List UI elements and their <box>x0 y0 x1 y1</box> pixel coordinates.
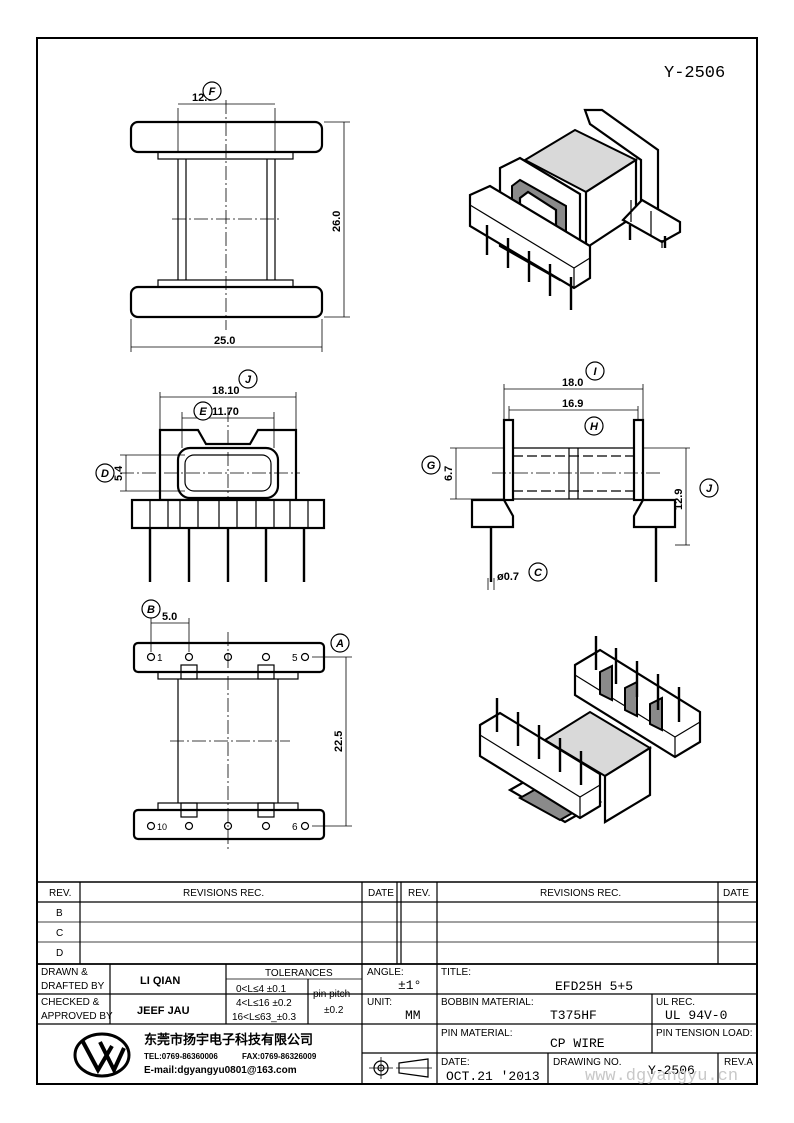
drawing-number-top: Y-2506 <box>664 64 725 83</box>
date-label: DATE: <box>441 1057 470 1068</box>
pin-material-value: CP WIRE <box>550 1036 605 1051</box>
balloon-D: D <box>101 468 109 480</box>
view-iso-top <box>468 108 682 310</box>
drawing-no-label: DRAWING NO. <box>553 1057 622 1068</box>
tolerance-1: 0<L≤4 ±0.1 <box>236 984 287 995</box>
rev-right-header-rec: REVISIONS REC. <box>540 888 621 899</box>
dim-18-0: 18.0 <box>562 377 583 389</box>
view-front: 18.10 J 11.70 E 5.4 D <box>95 369 326 582</box>
pin-label-6: 6 <box>292 822 298 833</box>
angle-value: ±1° <box>398 978 421 993</box>
dim-5-4: 5.4 <box>113 465 125 481</box>
rev-right-header-date: DATE <box>723 888 749 899</box>
balloon-J: J <box>245 374 252 386</box>
title-value: EFD25H 5+5 <box>555 979 633 994</box>
balloon-C: C <box>534 567 543 579</box>
view-iso-bottom <box>478 636 702 824</box>
balloon-A: A <box>335 638 344 650</box>
projection-symbol-icon <box>369 1057 432 1079</box>
dim-11-70: 11.70 <box>212 406 239 418</box>
rev-row-c: C <box>56 928 63 939</box>
checked-name: JEEF JAU <box>137 1005 190 1017</box>
pin-tension-label: PIN TENSION LOAD: <box>656 1028 753 1039</box>
drawn-label-1: DRAWN & <box>41 967 88 978</box>
balloon-F: F <box>209 86 216 98</box>
company-logo-icon <box>73 1032 131 1078</box>
revisions-table: REV. REVISIONS REC. DATE B C D REV. REVI… <box>36 881 758 965</box>
dim-12-9: 12.9 <box>673 489 685 510</box>
pin-label-1: 1 <box>157 653 163 664</box>
ul-value: UL 94V-0 <box>665 1008 727 1023</box>
pin-material-label: PIN MATERIAL: <box>441 1028 513 1039</box>
drawing-no-value: Y-2506 <box>648 1063 695 1078</box>
pin-label-5: 5 <box>292 653 298 664</box>
balloon-H: H <box>590 421 599 433</box>
rev-label: REV.A <box>724 1057 753 1068</box>
pin-pitch-value: ±0.2 <box>324 1005 344 1016</box>
dim-22-5: 22.5 <box>333 731 345 752</box>
dim-16-9: 16.9 <box>562 398 583 410</box>
drawn-name: LI QIAN <box>140 975 180 987</box>
title-block: DRAWN & DRAFTED BY LI QIAN CHECKED & APP… <box>36 963 758 1086</box>
company-fax: FAX:0769-86326009 <box>242 1052 317 1061</box>
dim-26-0: 26.0 <box>331 211 343 232</box>
ul-label: UL REC. <box>656 997 695 1008</box>
bobbin-label: BOBBIN MATERIAL: <box>441 997 534 1008</box>
rev-right-header-rev: REV. <box>408 888 430 899</box>
rev-left-header-date: DATE <box>368 888 394 899</box>
rev-row-b: B <box>56 908 63 919</box>
dim-25-0: 25.0 <box>214 335 235 347</box>
watermark: www.dgyangyu.cn <box>585 1067 738 1086</box>
checked-label-2: APPROVED BY <box>41 1011 113 1022</box>
pin-label-10: 10 <box>157 822 167 832</box>
unit-value: MM <box>405 1008 421 1023</box>
view-bottom: 1 5 10 6 5.0 B 22.5 A <box>132 599 352 850</box>
angle-label: ANGLE: <box>367 967 404 978</box>
balloon-B: B <box>147 604 155 616</box>
bobbin-value: T375HF <box>550 1008 597 1023</box>
view-top: 12.8 F 26.0 25.0 <box>129 81 350 352</box>
pin-pitch-label: pin pitch <box>313 989 350 1000</box>
dim-6-7: 6.7 <box>443 466 455 481</box>
balloon-J2: J <box>706 483 713 495</box>
dim-18-10: 18.10 <box>212 385 240 397</box>
rev-row-d: D <box>56 948 63 959</box>
unit-label: UNIT: <box>367 997 392 1008</box>
balloon-I: I <box>593 366 597 378</box>
tolerance-2: 4<L≤16 ±0.2 <box>236 998 292 1009</box>
drawn-label-2: DRAFTED BY <box>41 981 105 992</box>
company-tel: TEL:0769-86360006 <box>144 1052 218 1061</box>
rev-left-header-rev: REV. <box>49 888 71 899</box>
view-side: 18.0 I 16.9 H 6.7 G 12.9 J ø0.7 C <box>421 361 719 590</box>
balloon-E: E <box>199 406 207 418</box>
company-email: E-mail:dgyangyu0801@163.com <box>144 1065 297 1076</box>
dim-0-7: ø0.7 <box>497 571 519 583</box>
company-name: 东莞市扬宇电子科技有限公司 <box>144 1032 313 1047</box>
tolerances-label: TOLERANCES <box>265 968 333 979</box>
tolerance-3: 16<L≤63_±0.3 <box>232 1012 297 1023</box>
checked-label-1: CHECKED & <box>41 997 100 1008</box>
date-value: OCT.21 '2013 <box>446 1069 540 1084</box>
title-label: TITLE: <box>441 967 471 978</box>
dim-5-0: 5.0 <box>162 611 177 623</box>
rev-left-header-rec: REVISIONS REC. <box>183 888 264 899</box>
balloon-G: G <box>427 460 436 472</box>
